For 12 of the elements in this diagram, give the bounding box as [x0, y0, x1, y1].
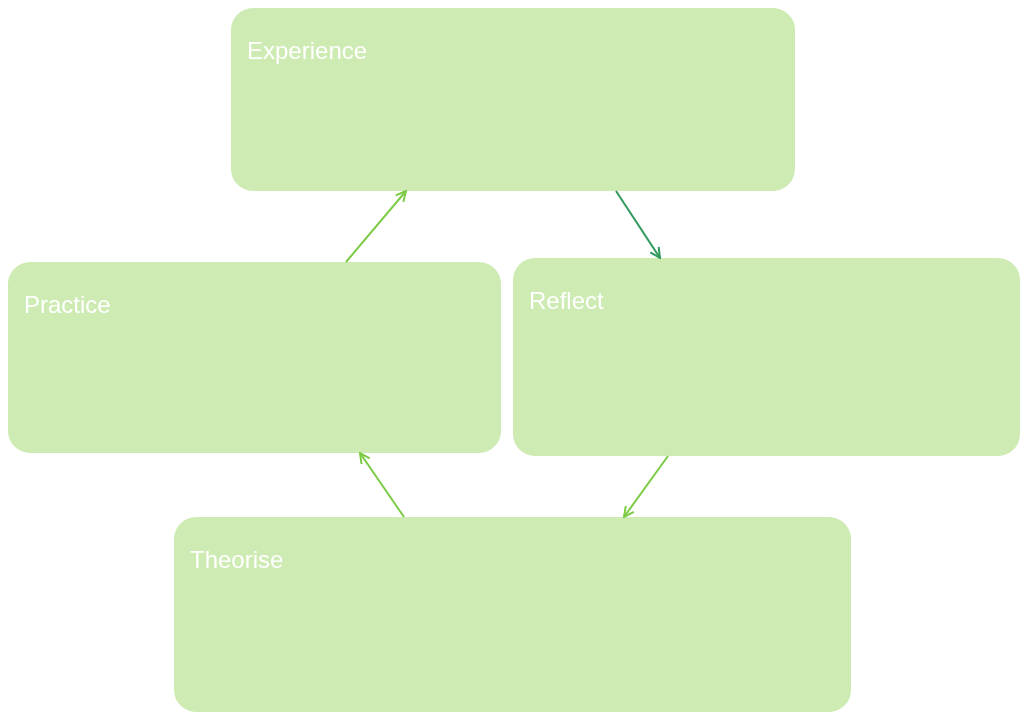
box-title: Reflect — [529, 286, 604, 316]
box-title: Practice — [24, 290, 111, 320]
process-box — [231, 8, 795, 191]
process-box — [513, 258, 1020, 456]
process-box — [174, 517, 851, 712]
box-title: Theorise — [190, 545, 284, 575]
box-title: Experience — [247, 36, 368, 66]
process-box — [8, 262, 501, 453]
arrow — [359, 452, 405, 518]
arrow — [615, 190, 661, 259]
arrow — [345, 190, 407, 263]
arrow — [623, 455, 669, 518]
